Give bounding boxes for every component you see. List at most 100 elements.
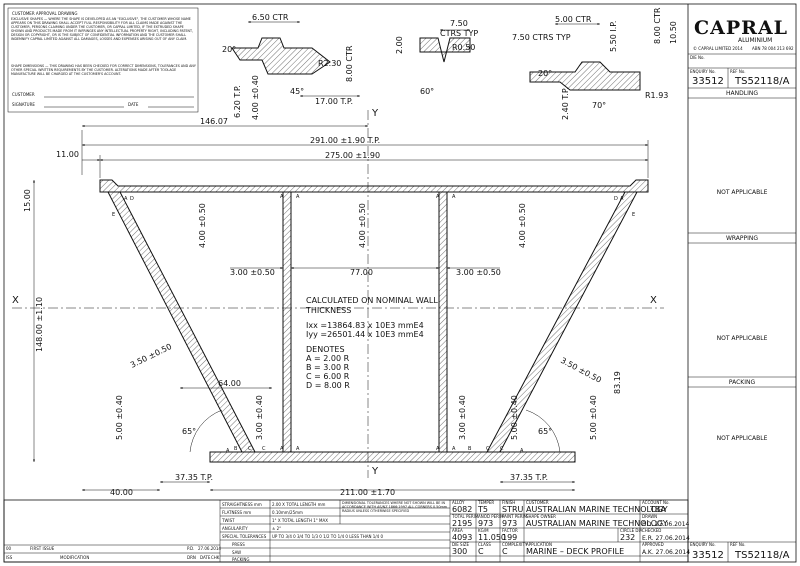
dr-r1-93: R1.93 [645, 91, 668, 100]
dim-148: 148.00 ±1.10 [35, 297, 44, 352]
corner-letter: B [234, 446, 238, 452]
approved-label: APPROVED [642, 542, 664, 547]
logo-copyright: © CAPRAL LIMITED 2014 [693, 46, 743, 51]
dim-tol-note: DIMENSIONAL TOLERANCES WHERE NOT SHOWN W… [342, 501, 446, 509]
wrapping-value: NOT APPLICABLE [717, 335, 768, 342]
perim2-label: ANOD PERIM. [478, 514, 505, 519]
customer-label: CUSTOMER [12, 92, 35, 97]
corner-letter: A [296, 446, 300, 452]
dim-4c: 4.00 ±0.50 [518, 203, 527, 248]
dim-4b: 4.00 ±0.50 [358, 203, 367, 248]
dr-7-50: 7.50 CTRS TYP [512, 33, 571, 42]
dim-5a: 5.00 ±0.40 [115, 395, 124, 440]
dm-ctrs: CTRS TYP [440, 29, 478, 38]
left-web [107, 191, 256, 453]
dr-2-40: 2.40 T.P. [561, 87, 570, 120]
area: 4093 [452, 533, 472, 542]
dim-11: 11.00 [56, 150, 79, 159]
bottom-ref-box: ENQUIRY No. 33512 REF No. TS52118/A [688, 541, 796, 562]
factor: 199 [502, 533, 517, 542]
account-label: ACCOUNT No. [642, 500, 670, 505]
approved: A.K. 27.06.2014 [642, 549, 690, 556]
dm-7-50: 7.50 [450, 19, 468, 28]
detail-view-left: 6.50 CTR 20° R2.30 8.00 CTR 45° 6.20 T.P… [222, 13, 360, 120]
corner-letter: A [452, 446, 456, 452]
corner-letter: A [620, 196, 624, 202]
note-d: D = 8.00 R [306, 381, 350, 390]
logo-sub: ALUMINIUM [738, 37, 772, 44]
perim1: 2195 [452, 519, 472, 528]
detail-view-mid: 7.50 CTRS TYP 2.00 R0.50 60° [395, 19, 478, 96]
twist-label: TWIST [221, 518, 235, 523]
flatness-val: 0.10mm/25mm [272, 510, 303, 515]
temper: T5 [477, 505, 488, 514]
handling-value: NOT APPLICABLE [717, 189, 768, 196]
dl-r2-30: R2.30 [318, 59, 341, 68]
note-calc-2: THICKNESS [305, 306, 351, 315]
rev-no: 00 [6, 546, 12, 551]
dim-3-5a: 3.50 ±0.50 [129, 342, 173, 370]
alloy: 6082 [452, 505, 472, 514]
bottom-flange [209, 451, 576, 463]
drn-label: DRN [187, 555, 196, 560]
saw-label: SAW [232, 550, 241, 555]
signature-label: SIGNATURE [12, 102, 35, 107]
title-block: 00 FIRST ISSUE P.D. 27.06.2014 ISS MODIF… [3, 499, 690, 563]
corner-letter: C [486, 446, 490, 452]
drawn-label: DRAWN [642, 514, 657, 519]
dm-2-00: 2.00 [395, 36, 404, 54]
handling-label: HANDLING [726, 90, 758, 97]
note-denotes: DENOTES [306, 345, 345, 354]
perim3: 973 [502, 519, 517, 528]
dim-5b: 5.00 ±0.40 [510, 395, 519, 440]
wrapping-label: WRAPPING [726, 235, 758, 242]
rev-iss-label: ISS [6, 555, 13, 560]
perim3-label: PAINT PERIM. [502, 514, 528, 519]
application: MARINE – DECK PROFILE [526, 547, 624, 556]
corner-letter: C [248, 446, 252, 452]
temper-label: TEMPER [477, 500, 494, 505]
shape-dimensions-text: SHAPE DIMENSIONS — THIS DRAWING HAS BEEN… [11, 64, 196, 76]
flatness-label: FLATNESS mm [222, 510, 251, 515]
y-label-top: Y [371, 108, 379, 119]
checked-label: CHECKED [642, 528, 661, 533]
packing-tb-label: PACKING [232, 557, 250, 562]
angularity-label: ANGULARITY [222, 526, 248, 531]
corner-letter: D [614, 196, 618, 202]
section-notes: CALCULATED ON NOMINAL WALL THICKNESS Ixx… [305, 296, 438, 390]
dm-60deg: 60° [420, 87, 434, 96]
circle-label: CIRCLE DIA [620, 528, 643, 533]
approval-title: CUSTOMER APPROVAL DRAWING [12, 11, 77, 16]
exclusive-shapes-text: EXCLUSIVE SHAPES — WHERE THE SHAPE IS DE… [11, 17, 194, 41]
corner-letter: E [112, 212, 115, 218]
corner-letter: A [296, 194, 300, 200]
die-label: DIE SIZE [452, 542, 470, 547]
dim-4a: 4.00 ±0.50 [198, 203, 207, 248]
packing-label: PACKING [729, 379, 756, 386]
y-label-bottom: Y [371, 466, 379, 477]
rev-date: 27.06.2014 [198, 546, 221, 551]
corner-letter: C [262, 446, 266, 452]
drawn: P.D. 27.06.2014 [642, 521, 690, 528]
class-label: CLASS [478, 542, 491, 547]
date-label: DATE [128, 102, 139, 107]
corner-letter: C [500, 446, 504, 452]
customer-tb: AUSTRALIAN MARINE TECHNOLOGY [526, 505, 668, 514]
dl-6-50: 6.50 CTR [252, 13, 289, 22]
corner-letter: A [452, 194, 456, 200]
top-flange [99, 179, 649, 193]
sp-enquiry-no: 33512 [692, 76, 724, 87]
dim-83-19: 83.19 [613, 371, 622, 394]
complexity: C [502, 547, 508, 556]
dr-10-50: 10.50 [669, 21, 678, 44]
corner-letter: A [124, 196, 128, 202]
kgm-label: KG/M [478, 528, 489, 533]
class: C [478, 547, 484, 556]
dim-3a: 3.00 ±0.50 [230, 268, 275, 277]
angle-65-left: 65° [182, 427, 196, 436]
corner-letter: A [280, 446, 284, 452]
factor-label: FACTOR [502, 528, 518, 533]
straightness-val: 2.00 X TOTAL LENGTH mm [272, 502, 325, 507]
bottom-enquiry: 33512 [692, 550, 724, 561]
right-web [486, 191, 638, 453]
